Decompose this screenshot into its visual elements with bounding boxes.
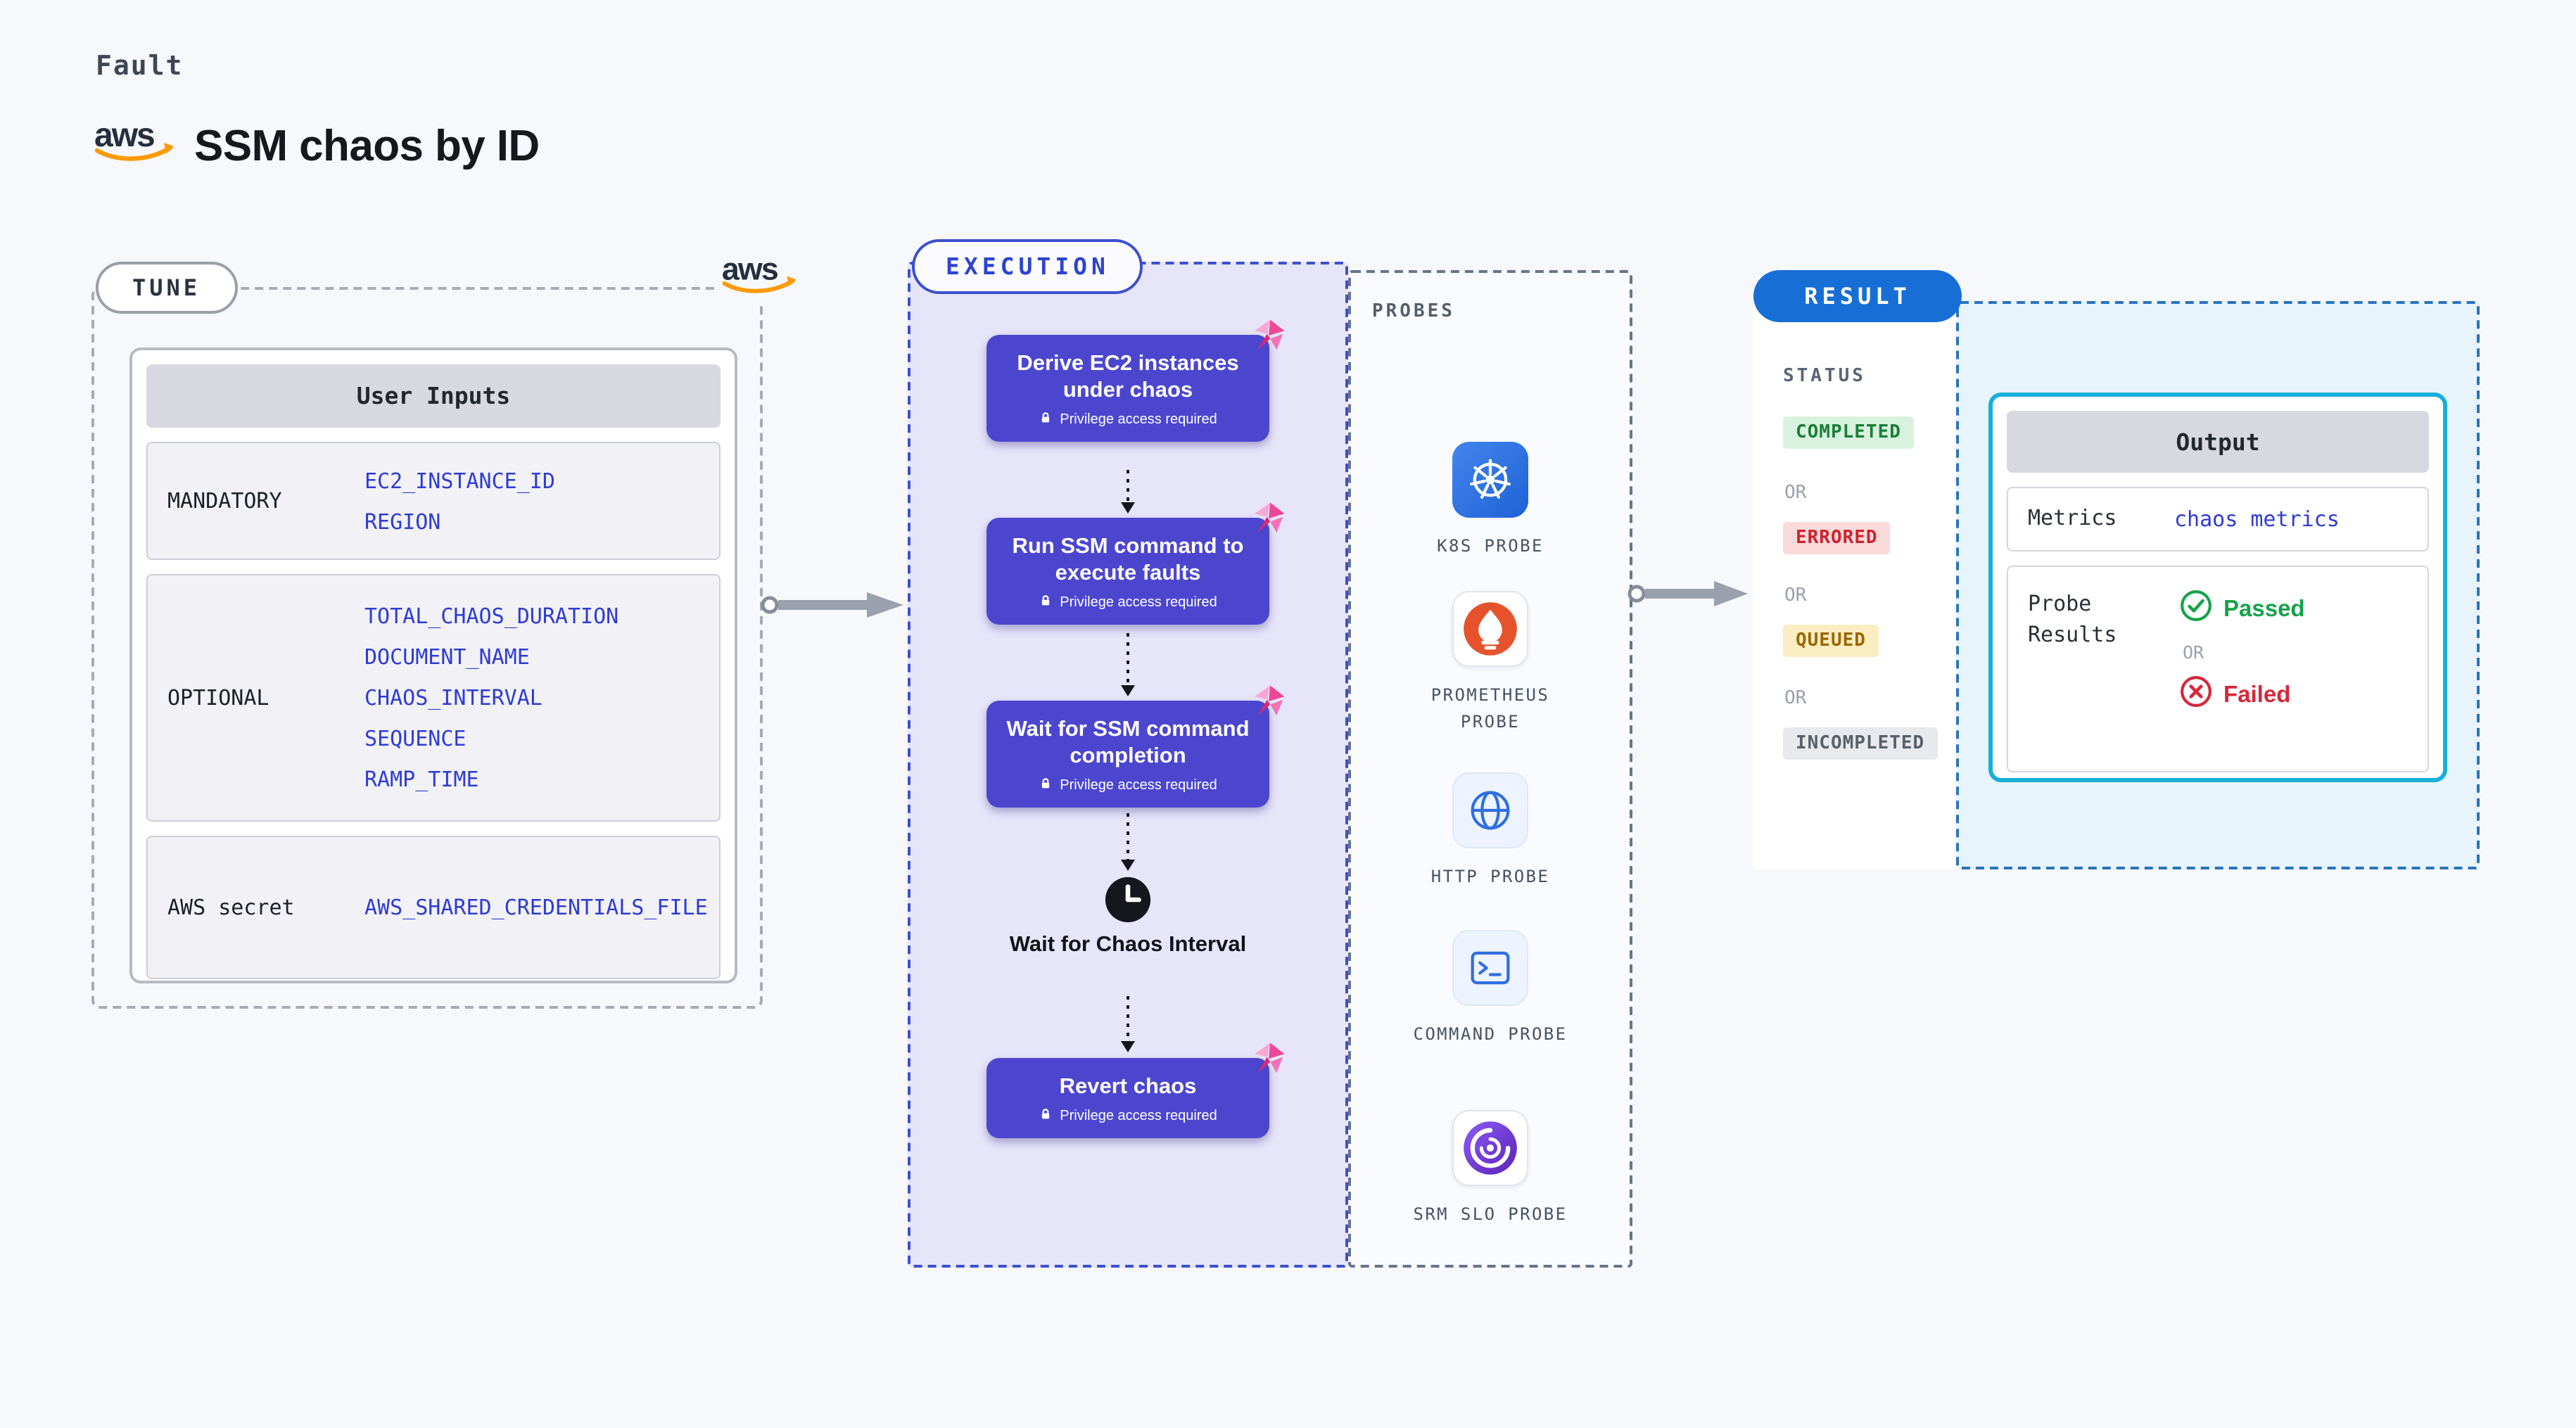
step-wait-ssm-completion: Wait for SSM command completion Privileg… bbox=[986, 685, 1285, 808]
or-separator: OR bbox=[1784, 585, 1807, 606]
metrics-label: Metrics bbox=[2028, 505, 2117, 531]
lock-icon bbox=[1039, 777, 1053, 796]
probe-label: PROMETHEUS PROBE bbox=[1430, 685, 1550, 732]
step-title: Wait for SSM command completion bbox=[1006, 718, 1250, 769]
step-connector bbox=[1119, 813, 1137, 879]
probe-k8s: K8S PROBE bbox=[1406, 442, 1575, 559]
passed-label: Passed bbox=[2223, 596, 2305, 621]
step-derive-ec2-instances: Derive EC2 instances under chaos Privile… bbox=[986, 319, 1285, 442]
or-separator: OR bbox=[2183, 642, 2204, 663]
output-row-metrics: Metrics chaos metrics bbox=[2007, 487, 2429, 552]
input-sequence: SEQUENCE bbox=[364, 726, 467, 751]
srm-slo-icon bbox=[1452, 1110, 1528, 1186]
aws-logo-text: aws bbox=[722, 251, 778, 286]
arrow-execution-to-result bbox=[1627, 571, 1753, 623]
globe-icon bbox=[1452, 772, 1528, 848]
privilege-note: Privilege access required bbox=[1060, 778, 1217, 794]
result-label: RESULT bbox=[1753, 270, 1962, 322]
or-separator: OR bbox=[1784, 483, 1807, 504]
status-badge-incompleted: INCOMPLETED bbox=[1783, 727, 1938, 760]
page-title: SSM chaos by ID bbox=[194, 121, 540, 170]
terminal-icon bbox=[1452, 930, 1528, 1006]
kubernetes-icon bbox=[1452, 442, 1528, 518]
probe-srm-slo: SRM SLO PROBE bbox=[1406, 1110, 1575, 1228]
x-circle-icon bbox=[2180, 675, 2212, 715]
user-inputs-header: User Inputs bbox=[146, 364, 721, 428]
table-row-mandatory: MANDATORY EC2_INSTANCE_ID REGION bbox=[146, 442, 721, 560]
fault-kicker: Fault bbox=[96, 51, 184, 82]
chaos-icon bbox=[1250, 682, 1288, 720]
chaos-icon bbox=[1250, 1040, 1288, 1078]
input-ec2-instance-id: EC2_INSTANCE_ID bbox=[364, 468, 555, 493]
failed-label: Failed bbox=[2223, 682, 2291, 707]
check-circle-icon bbox=[2180, 589, 2212, 629]
input-ramp-time: RAMP_TIME bbox=[364, 767, 479, 792]
table-row-aws-secret: AWS secret AWS_SHARED_CREDENTIALS_FILE bbox=[146, 836, 721, 979]
step-connector bbox=[1119, 470, 1137, 522]
aws-logo-small: aws bbox=[715, 248, 805, 305]
privilege-note: Privilege access required bbox=[1060, 412, 1217, 428]
user-inputs-table: User Inputs MANDATORY EC2_INSTANCE_ID RE… bbox=[129, 348, 737, 983]
input-document-name: DOCUMENT_NAME bbox=[364, 644, 530, 670]
lock-icon bbox=[1039, 1107, 1053, 1126]
aws-logo-text: aws bbox=[94, 117, 154, 154]
probe-http: HTTP PROBE bbox=[1406, 772, 1575, 890]
privilege-note: Privilege access required bbox=[1060, 1109, 1217, 1125]
status-badge-queued: QUEUED bbox=[1783, 625, 1879, 657]
prometheus-icon bbox=[1452, 591, 1528, 667]
tune-section bbox=[91, 287, 763, 1009]
probe-label: SRM SLO PROBE bbox=[1413, 1204, 1568, 1224]
row-label-optional: OPTIONAL bbox=[167, 685, 269, 710]
step-run-ssm-command: Run SSM command to execute faults Privil… bbox=[986, 502, 1285, 625]
probe-label: HTTP PROBE bbox=[1430, 867, 1550, 886]
or-separator: OR bbox=[1784, 688, 1807, 709]
output-row-probe-results: Probe Results Passed OR bbox=[2007, 566, 2429, 772]
row-label-mandatory: MANDATORY bbox=[167, 488, 282, 514]
probes-label: PROBES bbox=[1372, 301, 1455, 322]
step-wait-chaos-interval: Wait for Chaos Interval bbox=[1009, 933, 1247, 957]
status-badge-completed: COMPLETED bbox=[1783, 416, 1914, 449]
probe-label: COMMAND PROBE bbox=[1413, 1024, 1568, 1044]
input-aws-shared-credentials-file: AWS_SHARED_CREDENTIALS_FILE bbox=[364, 895, 708, 920]
chaos-icon bbox=[1250, 317, 1288, 355]
row-label-aws-secret: AWS secret bbox=[167, 895, 295, 920]
step-connector bbox=[1119, 996, 1137, 1061]
step-title: Derive EC2 instances under chaos bbox=[1017, 352, 1239, 403]
step-connector bbox=[1119, 633, 1137, 705]
table-row-optional: OPTIONAL TOTAL_CHAOS_DURATION DOCUMENT_N… bbox=[146, 574, 721, 822]
aws-logo: aws bbox=[93, 113, 177, 173]
status-badge-errored: ERRORED bbox=[1783, 522, 1891, 554]
status-label: STATUS bbox=[1783, 366, 1866, 387]
output-header: Output bbox=[2007, 411, 2429, 473]
probe-label: K8S PROBE bbox=[1437, 536, 1544, 556]
step-title: Revert chaos bbox=[1059, 1075, 1197, 1099]
probe-results-label: Probe Results bbox=[2028, 591, 2117, 647]
lock-icon bbox=[1039, 412, 1053, 430]
privilege-note: Privilege access required bbox=[1060, 595, 1217, 611]
input-total-chaos-duration: TOTAL_CHAOS_DURATION bbox=[364, 604, 619, 629]
step-revert-chaos: Revert chaos Privilege access required bbox=[986, 1043, 1285, 1139]
probe-command: COMMAND PROBE bbox=[1406, 930, 1575, 1047]
clock-icon bbox=[1103, 875, 1153, 931]
probe-prometheus: PROMETHEUS PROBE bbox=[1406, 591, 1575, 734]
chaos-icon bbox=[1250, 499, 1288, 537]
step-title: Run SSM command to execute faults bbox=[1012, 535, 1244, 586]
metrics-value: chaos metrics bbox=[2174, 506, 2340, 532]
lock-icon bbox=[1039, 594, 1053, 613]
tune-label: TUNE bbox=[96, 262, 238, 314]
input-chaos-interval: CHAOS_INTERVAL bbox=[364, 685, 543, 710]
probes-section bbox=[1348, 270, 1632, 1268]
status-panel bbox=[1753, 295, 1956, 869]
input-region: REGION bbox=[364, 509, 441, 534]
execution-label: EXECUTION bbox=[912, 239, 1143, 294]
arrow-tune-to-execution bbox=[760, 582, 909, 635]
output-table: Output Metrics chaos metrics Probe Resul… bbox=[1988, 393, 2447, 782]
